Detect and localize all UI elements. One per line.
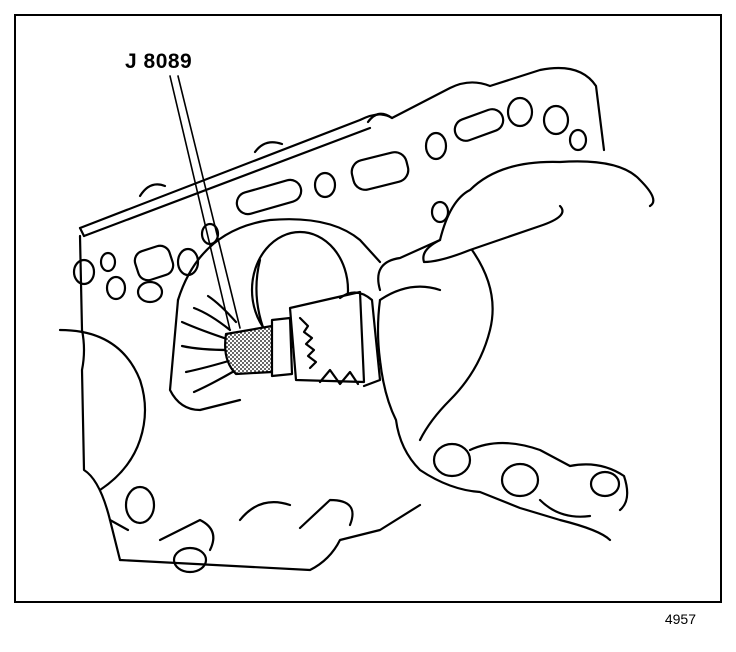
tool-callout-label: J 8089: [125, 50, 193, 73]
lower-block-edge: [108, 485, 422, 574]
figure-number: 4957: [664, 611, 696, 627]
gasket-holes: [72, 96, 588, 304]
illustration-frame: [14, 14, 722, 603]
hand: [376, 160, 655, 542]
tool-leader-line: [169, 75, 241, 331]
cylinder-head-outline: [58, 66, 606, 562]
j8089-tool: [224, 290, 382, 388]
